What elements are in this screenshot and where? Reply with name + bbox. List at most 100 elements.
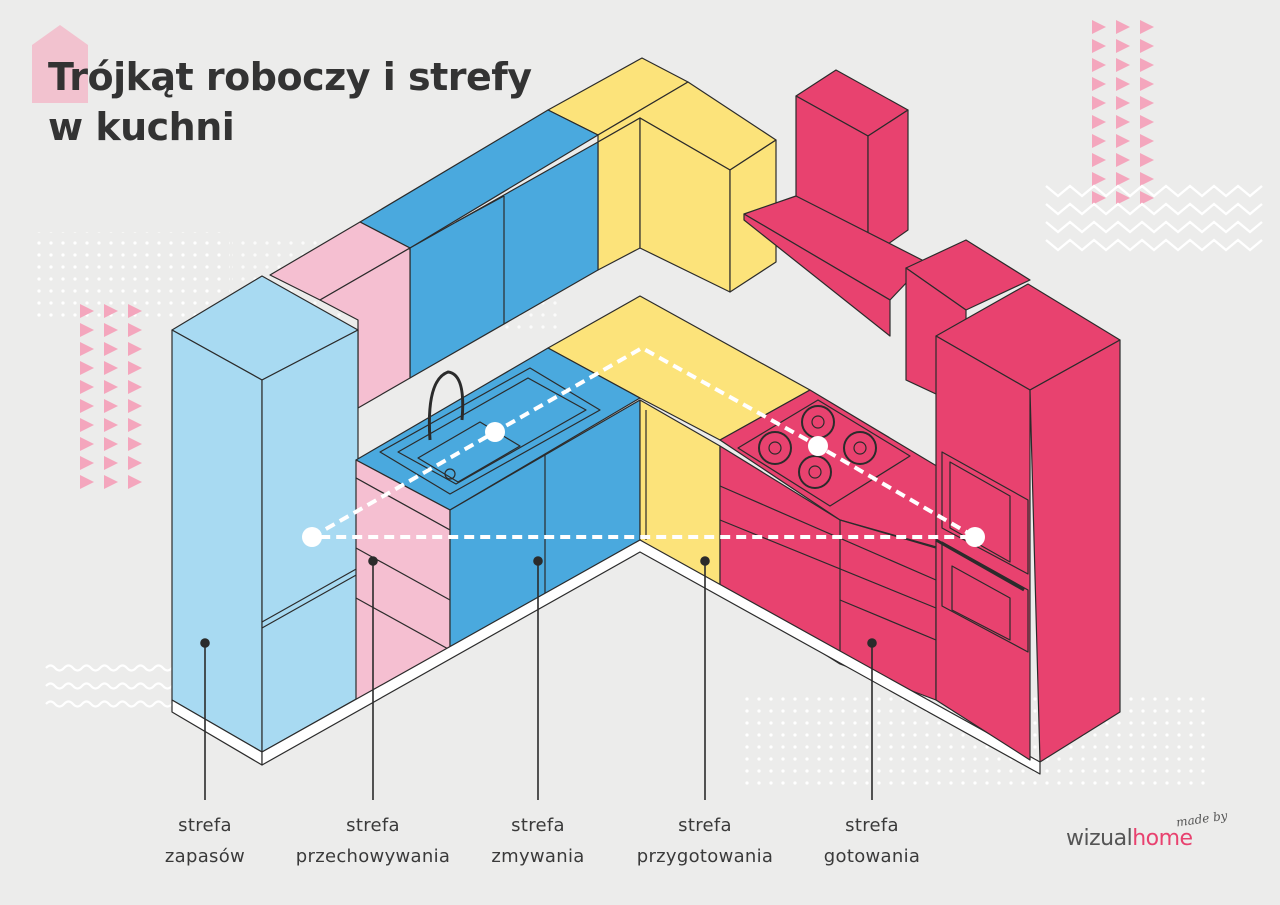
decor-triangle: [104, 342, 118, 356]
decor-triangle: [80, 361, 94, 375]
decor-triangle: [1092, 153, 1106, 167]
decor-triangle: [1140, 191, 1154, 205]
decor-triangle: [80, 475, 94, 489]
decor-triangle: [1140, 20, 1154, 34]
decor-triangle: [1140, 172, 1154, 186]
decor-triangle: [1140, 153, 1154, 167]
decor-triangle: [80, 380, 94, 394]
decor-triangle: [128, 475, 142, 489]
decor-triangle: [128, 380, 142, 394]
zone-label-przygotowania: strefa przygotowania: [605, 810, 805, 872]
decor-triangle: [1116, 191, 1130, 205]
decor-triangle: [128, 304, 142, 318]
zone-label-line1: strefa: [346, 815, 400, 836]
triangle-point-sink: [485, 422, 505, 442]
decor-house-icon: [32, 25, 88, 103]
decor-triangle: [80, 304, 94, 318]
zone-label-line2: zmywania: [491, 846, 585, 867]
decor-triangle: [1092, 58, 1106, 72]
decor-triangle: [1140, 96, 1154, 110]
decor-triangle: [1140, 39, 1154, 53]
decor-triangle: [1116, 39, 1130, 53]
brand-name-part1: wizual: [1066, 826, 1133, 851]
decor-triangle: [80, 456, 94, 470]
brand-name-part2: home: [1132, 826, 1193, 851]
work-triangle: [302, 345, 985, 547]
decor-triangle: [128, 342, 142, 356]
decor-triangle: [1092, 191, 1106, 205]
decor-triangle: [1092, 77, 1106, 91]
zone-label-line2: przechowywania: [295, 846, 451, 867]
decor-triangle: [1116, 77, 1130, 91]
decor-triangle: [80, 323, 94, 337]
zone-label-zmywania: strefa zmywania: [438, 810, 638, 872]
zone-label-line2: gotowania: [823, 846, 921, 867]
wall-cabinet-pink-front: [319, 247, 411, 409]
decor-triangle: [1116, 115, 1130, 129]
decor-triangle: [1140, 134, 1154, 148]
zone-label-zapasow: strefa zapasów: [105, 810, 305, 872]
triangle-point-hob: [808, 436, 828, 456]
decor-triangle: [1092, 20, 1106, 34]
decor-triangles-left: [80, 304, 142, 489]
plinth: [261, 539, 1041, 775]
decor-triangle: [1092, 134, 1106, 148]
decor-triangle: [1116, 96, 1130, 110]
decor-triangle: [128, 456, 142, 470]
zone-label-line1: strefa: [178, 815, 232, 836]
wall-cabinets: [269, 57, 777, 409]
decor-triangle: [104, 437, 118, 451]
zone-label-przechowywania: strefa przechowywania: [273, 810, 473, 872]
decor-triangle: [128, 418, 142, 432]
decor-triangle: [104, 399, 118, 413]
triangle-point-fridge: [302, 527, 322, 547]
triangle-point-oven: [965, 527, 985, 547]
title-line-1: Trójkąt roboczy i strefy: [48, 55, 532, 99]
brand-name: wizualhome: [1066, 826, 1193, 851]
page-title: Trójkąt roboczy i strefy w kuchni: [48, 52, 532, 152]
decor-zigzag: [1045, 184, 1263, 252]
decor-triangle: [1116, 58, 1130, 72]
decor-triangle: [80, 418, 94, 432]
decor-triangle: [128, 399, 142, 413]
decor-triangle: [104, 380, 118, 394]
zone-label-line2: zapasów: [164, 846, 246, 867]
decor-triangle: [1116, 20, 1130, 34]
decor-triangle: [128, 323, 142, 337]
zone-label-line2: przygotowania: [636, 846, 774, 867]
decor-triangle: [128, 361, 142, 375]
zone-label-line1: strefa: [678, 815, 732, 836]
decor-triangle: [1092, 39, 1106, 53]
decor-triangle: [1140, 58, 1154, 72]
zone-label-line1: strefa: [845, 815, 899, 836]
decor-triangle: [128, 437, 142, 451]
decor-triangle: [1140, 77, 1154, 91]
decor-triangle: [1116, 172, 1130, 186]
decor-triangle: [1116, 134, 1130, 148]
fridge-tall-cabinet: [171, 275, 359, 766]
decor-triangle: [104, 456, 118, 470]
oven-tall-cabinet: [935, 283, 1121, 763]
title-line-2: w kuchni: [48, 105, 235, 149]
decor-triangle: [1092, 115, 1106, 129]
cooker-hood: [743, 69, 927, 337]
zone-label-line1: strefa: [511, 815, 565, 836]
decor-triangle: [104, 418, 118, 432]
decor-triangle: [80, 342, 94, 356]
zone-leaders: [200, 556, 877, 800]
decor-triangle: [80, 399, 94, 413]
decor-triangle: [1092, 96, 1106, 110]
decor-triangle: [104, 323, 118, 337]
decor-triangle: [104, 304, 118, 318]
decor-triangle: [1092, 172, 1106, 186]
decor-triangle: [1116, 153, 1130, 167]
base-cabinets: [355, 399, 937, 701]
decor-triangles-right: [1092, 20, 1154, 205]
decor-triangle: [104, 361, 118, 375]
decor-triangle: [104, 475, 118, 489]
decor-triangle: [1140, 115, 1154, 129]
zone-label-gotowania: strefa gotowania: [772, 810, 972, 872]
brand-logo: made by wizualhome: [1064, 808, 1234, 862]
wall-cabinet-yellow-front-a: [597, 117, 641, 271]
